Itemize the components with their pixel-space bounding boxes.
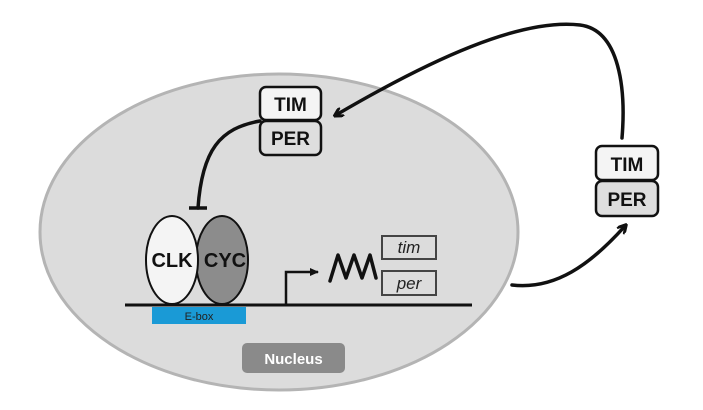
nuclear-tim-label: TIM: [274, 95, 307, 116]
per-gene-box: [381, 270, 437, 296]
cytoplasmic-tim-label: TIM: [611, 155, 644, 176]
tim-gene-box: [381, 235, 437, 260]
ebox: E-box: [152, 307, 246, 324]
nuclear-tim-per-complex: TIM PER: [258, 85, 323, 157]
ebox-label: E-box: [185, 311, 214, 323]
tim-gene-label: tim: [398, 238, 421, 257]
cytoplasmic-tim-per-complex: TIM PER: [594, 144, 660, 218]
clk-protein: [145, 215, 199, 305]
nuclear-per-label: PER: [271, 129, 310, 150]
mrna-squiggle-icon: [328, 253, 378, 283]
clk-cyc-complex: CLK CYC: [145, 215, 249, 305]
inhibition-line: [196, 119, 262, 210]
nuclear-per-box: [258, 119, 323, 157]
import-arrow: [336, 22, 625, 140]
cytoplasmic-per-box: [594, 179, 660, 218]
cytoplasmic-per-label: PER: [607, 190, 646, 211]
clk-label: CLK: [151, 250, 193, 272]
nucleus-label-text: Nucleus: [264, 351, 322, 368]
transcription-start-arrow: [284, 268, 319, 305]
export-arrow: [510, 226, 625, 288]
per-gene-label: per: [396, 274, 423, 293]
nucleus-label: Nucleus: [242, 343, 345, 373]
cyc-label: CYC: [204, 250, 246, 272]
gene-labels: tim per: [381, 235, 437, 296]
